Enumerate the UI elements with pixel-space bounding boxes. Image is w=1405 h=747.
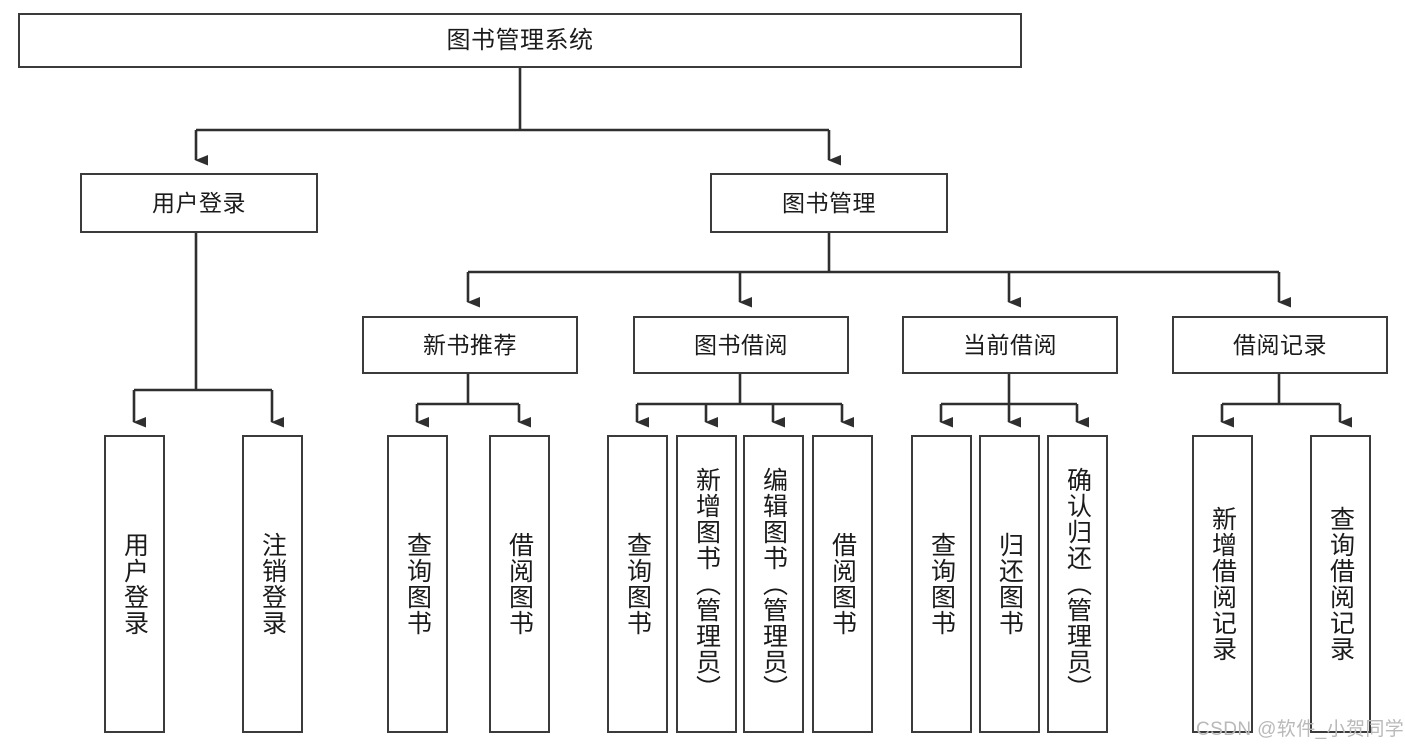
leaf-user-login-signin[interactable]: 用户登录: [104, 435, 165, 733]
node-root-book-management-system[interactable]: 图书管理系统: [18, 13, 1022, 68]
node-label: 借阅记录: [1233, 331, 1327, 358]
node-label: 借阅图书: [505, 532, 534, 636]
node-label: 查询图书: [927, 532, 956, 636]
leaf-current-query-book[interactable]: 查询图书: [911, 435, 972, 733]
node-label: 借阅图书: [828, 532, 857, 636]
leaf-borrow-borrow-book[interactable]: 借阅图书: [812, 435, 873, 733]
node-label: 编辑图书（管理员）: [759, 467, 788, 701]
leaf-current-confirm-return-admin[interactable]: 确认归还（管理员）: [1047, 435, 1108, 733]
node-label: 用户登录: [120, 532, 149, 636]
node-label: 图书管理系统: [446, 26, 594, 54]
leaf-recommend-borrow-book[interactable]: 借阅图书: [489, 435, 550, 733]
node-user-login[interactable]: 用户登录: [80, 173, 318, 233]
leaf-user-login-signout[interactable]: 注销登录: [242, 435, 303, 733]
node-current-borrow[interactable]: 当前借阅: [902, 316, 1118, 374]
leaf-current-return-book[interactable]: 归还图书: [979, 435, 1040, 733]
node-label: 查询图书: [623, 532, 652, 636]
node-label: 查询图书: [403, 532, 432, 636]
node-label: 新增借阅记录: [1208, 506, 1237, 662]
node-label: 归还图书: [995, 532, 1024, 636]
node-label: 图书借阅: [694, 331, 788, 358]
node-label: 新增图书（管理员）: [692, 467, 721, 701]
node-book-management[interactable]: 图书管理: [710, 173, 948, 233]
leaf-record-add-borrow-record[interactable]: 新增借阅记录: [1192, 435, 1253, 733]
leaf-borrow-query-book[interactable]: 查询图书: [607, 435, 668, 733]
node-label: 确认归还（管理员）: [1063, 467, 1092, 701]
leaf-record-query-borrow-record[interactable]: 查询借阅记录: [1310, 435, 1371, 733]
node-label: 图书管理: [782, 189, 876, 216]
node-label: 注销登录: [258, 532, 287, 636]
leaf-borrow-edit-book-admin[interactable]: 编辑图书（管理员）: [743, 435, 804, 733]
node-label: 当前借阅: [963, 331, 1057, 358]
leaf-recommend-query-book[interactable]: 查询图书: [387, 435, 448, 733]
node-label: 查询借阅记录: [1326, 506, 1355, 662]
node-book-borrow[interactable]: 图书借阅: [633, 316, 849, 374]
node-label: 新书推荐: [423, 331, 517, 358]
node-label: 用户登录: [152, 189, 246, 216]
watermark-text: CSDN @软件_小贺同学: [1196, 719, 1405, 740]
node-new-book-recommend[interactable]: 新书推荐: [362, 316, 578, 374]
node-borrow-record[interactable]: 借阅记录: [1172, 316, 1388, 374]
leaf-borrow-add-book-admin[interactable]: 新增图书（管理员）: [676, 435, 737, 733]
